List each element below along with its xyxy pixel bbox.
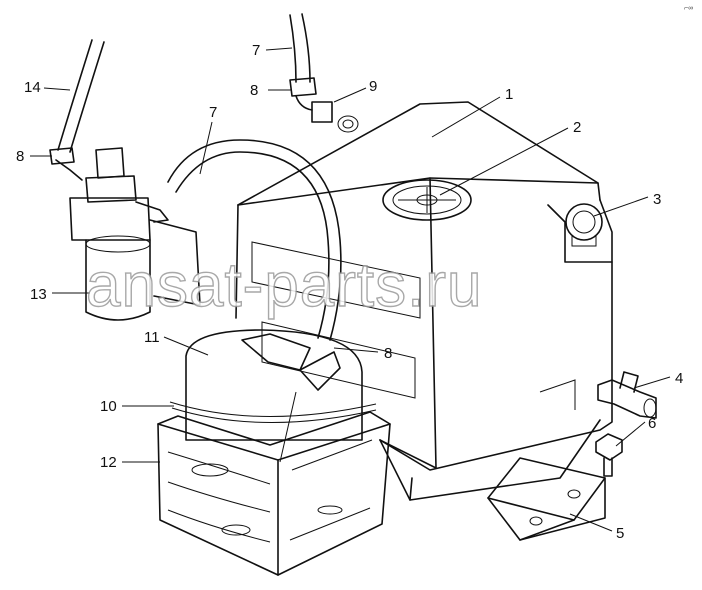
drain-valve <box>597 371 657 419</box>
callout-11: 11 <box>144 329 160 346</box>
wooden-box <box>157 411 391 576</box>
callout-13: 13 <box>30 286 47 303</box>
callouts: 1 2 3 4 5 6 7 7 8 8 8 9 10 11 12 13 14 <box>16 42 683 542</box>
corner-mark: ⌐∞ <box>684 5 693 12</box>
leader-lines <box>30 47 671 532</box>
callout-3: 3 <box>653 191 661 208</box>
callout-14: 14 <box>24 79 41 96</box>
side-cap <box>565 203 603 247</box>
callout-9: 9 <box>369 78 377 95</box>
fuel-filter <box>55 147 201 321</box>
callout-1: 1 <box>505 86 513 103</box>
callout-8-canister: 8 <box>384 345 392 362</box>
callout-8-filter: 8 <box>16 148 24 165</box>
canister <box>169 329 377 463</box>
callout-6: 6 <box>648 415 656 432</box>
callout-8-top: 8 <box>250 82 258 99</box>
callout-7-top: 7 <box>252 42 260 59</box>
watermark-text: ansat-parts.ru <box>86 251 483 320</box>
mounting-bracket <box>487 457 606 541</box>
callout-7-transfer: 7 <box>209 104 217 121</box>
callout-5: 5 <box>616 525 624 542</box>
fuel-tank <box>235 101 613 501</box>
callout-10: 10 <box>100 398 117 415</box>
hoses <box>49 13 359 341</box>
callout-12: 12 <box>100 454 117 471</box>
filler-cap <box>382 179 472 221</box>
bolt <box>595 433 623 477</box>
callout-4: 4 <box>675 370 683 387</box>
callout-2: 2 <box>573 119 581 136</box>
